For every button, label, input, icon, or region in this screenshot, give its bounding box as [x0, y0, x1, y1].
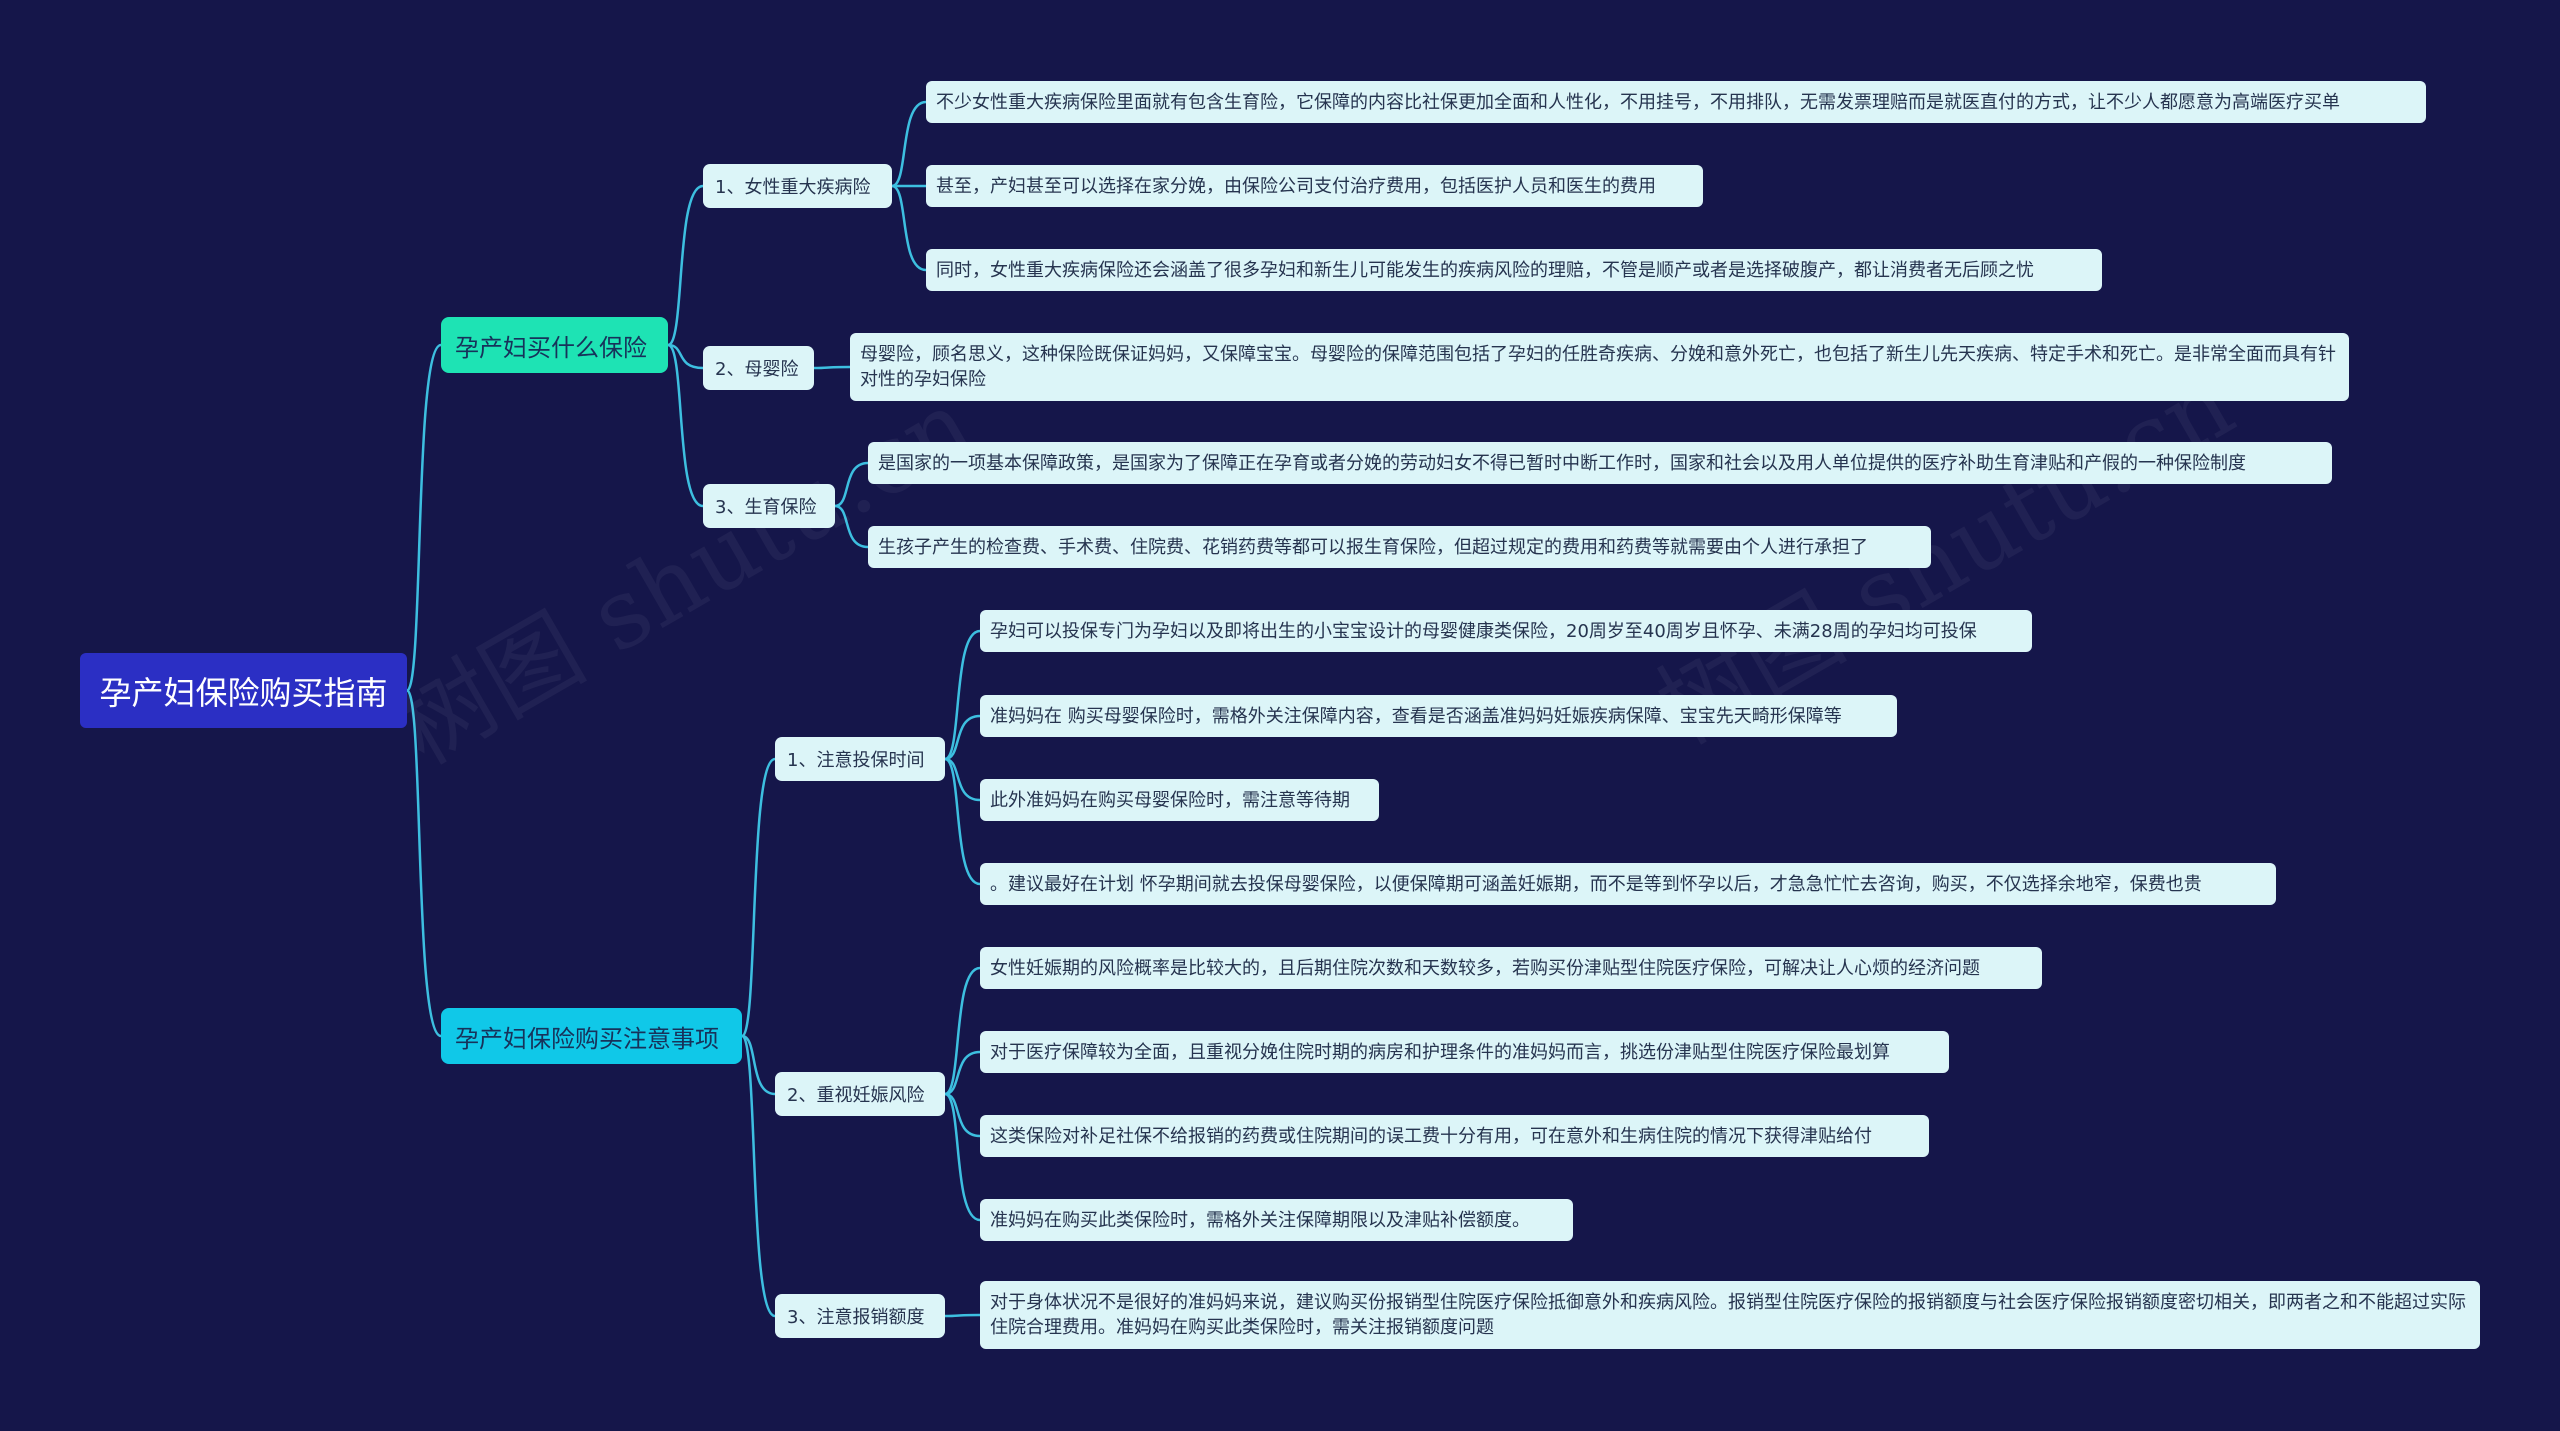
- connector-root-branch: [405, 689, 442, 1038]
- topic-reimbursement[interactable]: 3、注意报销额度: [775, 1294, 945, 1338]
- connector-topic-leaf: [944, 629, 981, 761]
- connector-topic-leaf: [891, 100, 927, 188]
- leaf-maternal-infant-1[interactable]: 母婴险，顾名思义，这种保险既保证妈妈，又保障宝宝。母婴险的保障范围包括了孕妇的任…: [850, 333, 2349, 401]
- connector-branch-topic: [667, 184, 704, 347]
- leaf-maternity-insurance-2[interactable]: 生孩子产生的检查费、手术费、住院费、花销药费等都可以报生育保险，但超过规定的费用…: [868, 526, 1931, 568]
- leaf-maternity-insurance-1[interactable]: 是国家的一项基本保障政策，是国家为了保障正在孕育或者分娩的劳动妇女不得已暂时中断…: [868, 442, 2332, 484]
- root-topic[interactable]: 孕产妇保险购买指南: [80, 653, 407, 728]
- leaf-timing-3[interactable]: 此外准妈妈在购买母婴保险时，需注意等待期: [980, 779, 1379, 821]
- connector-root-branch: [405, 343, 442, 692]
- leaf-timing-1[interactable]: 孕妇可以投保专门为孕妇以及即将出生的小宝宝设计的母婴健康类保险，20周岁至40周…: [980, 610, 2032, 652]
- branch-what-insurance-to-buy[interactable]: 孕产妇买什么保险: [441, 317, 668, 373]
- topic-maternity-insurance[interactable]: 3、生育保险: [703, 484, 835, 528]
- connector-topic-leaf: [944, 966, 981, 1096]
- connector-topic-leaf: [944, 714, 981, 761]
- connector-branch-topic: [740, 1034, 776, 1318]
- topic-maternal-infant[interactable]: 2、母婴险: [703, 346, 814, 390]
- leaf-pregnancy-risk-4[interactable]: 准妈妈在购买此类保险时，需格外关注保障期限以及津贴补偿额度。: [980, 1199, 1573, 1241]
- connector-branch-topic: [740, 757, 776, 1038]
- branch-purchase-notes[interactable]: 孕产妇保险购买注意事项: [441, 1008, 742, 1064]
- leaf-timing-4[interactable]: 。建议最好在计划 怀孕期间就去投保母婴保险，以便保障期可涵盖妊娠期，而不是等到怀…: [980, 863, 2276, 905]
- connector-topic-leaf: [834, 504, 869, 549]
- leaf-critical-illness-3[interactable]: 同时，女性重大疾病保险还会涵盖了很多孕妇和新生儿可能发生的疾病风险的理赔，不管是…: [926, 249, 2102, 291]
- topic-timing[interactable]: 1、注意投保时间: [775, 737, 945, 781]
- leaf-critical-illness-1[interactable]: 不少女性重大疾病保险里面就有包含生育险，它保障的内容比社保更加全面和人性化，不用…: [926, 81, 2426, 123]
- topic-critical-illness[interactable]: 1、女性重大疾病险: [703, 164, 892, 208]
- connector-topic-leaf: [944, 1092, 981, 1138]
- connector-branch-topic: [667, 343, 704, 370]
- connector-topic-leaf: [891, 184, 927, 272]
- connector-topic-leaf: [944, 1092, 981, 1222]
- connector-topic-leaf: [834, 461, 869, 508]
- connector-topic-leaf: [944, 1313, 981, 1318]
- connector-topic-leaf: [944, 1050, 981, 1096]
- leaf-timing-2[interactable]: 准妈妈在 购买母婴保险时，需格外关注保障内容，查看是否涵盖准妈妈妊娠疾病保障、宝…: [980, 695, 1897, 737]
- leaf-critical-illness-2[interactable]: 甚至，产妇甚至可以选择在家分娩，由保险公司支付治疗费用，包括医护人员和医生的费用: [926, 165, 1703, 207]
- topic-pregnancy-risk[interactable]: 2、重视妊娠风险: [775, 1072, 945, 1116]
- leaf-pregnancy-risk-3[interactable]: 这类保险对补足社保不给报销的药费或住院期间的误工费十分有用，可在意外和生病住院的…: [980, 1115, 1929, 1157]
- connector-branch-topic: [667, 343, 704, 508]
- connector-topic-leaf: [944, 757, 981, 802]
- leaf-pregnancy-risk-1[interactable]: 女性妊娠期的风险概率是比较大的，且后期住院次数和天数较多，若购买份津贴型住院医疗…: [980, 947, 2042, 989]
- connector-topic-leaf: [813, 365, 851, 370]
- leaf-reimbursement-1[interactable]: 对于身体状况不是很好的准妈妈来说，建议购买份报销型住院医疗保险抵御意外和疾病风险…: [980, 1281, 2480, 1349]
- connector-branch-topic: [741, 1034, 776, 1096]
- connector-topic-leaf: [944, 757, 981, 886]
- leaf-pregnancy-risk-2[interactable]: 对于医疗保障较为全面，且重视分娩住院时期的病房和护理条件的准妈妈而言，挑选份津贴…: [980, 1031, 1949, 1073]
